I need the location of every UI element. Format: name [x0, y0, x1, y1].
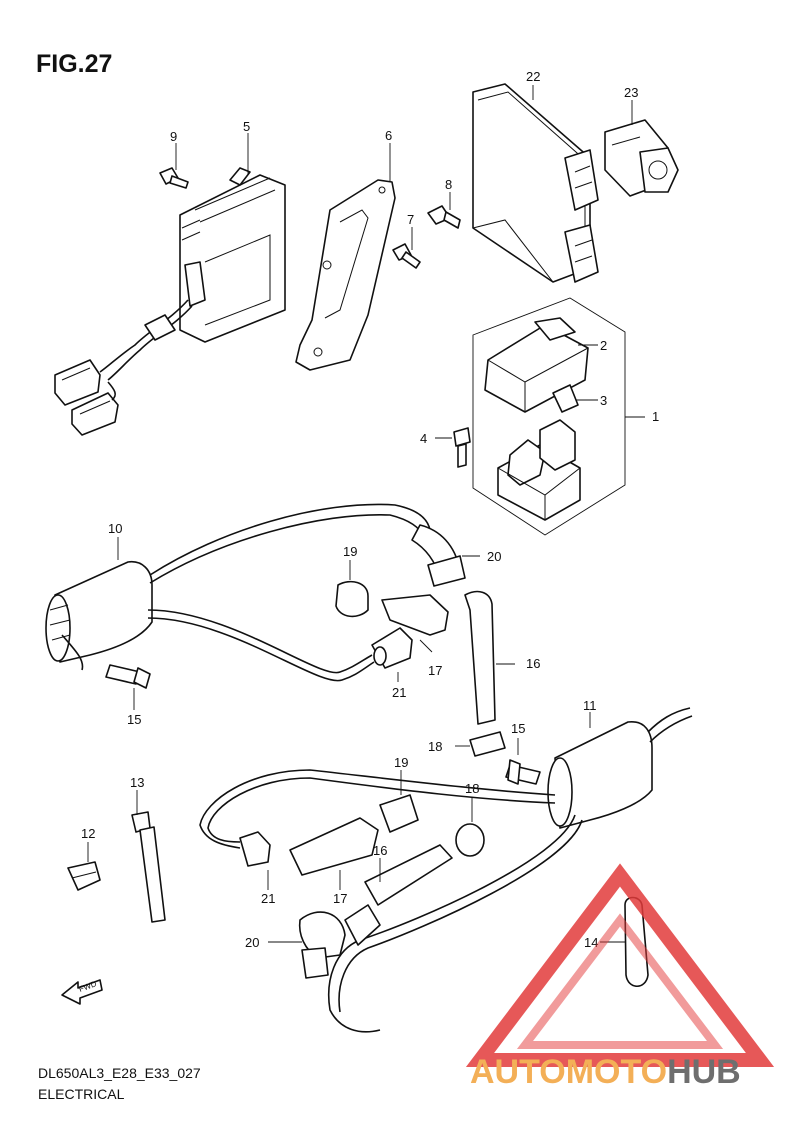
callout-14: 14 — [584, 935, 598, 950]
callout-20a: 20 — [487, 549, 501, 564]
plug-caps-upper — [335, 524, 506, 757]
rectifier-regulator — [54, 167, 286, 436]
plug-caps-lower — [239, 794, 485, 979]
callout-4: 4 — [420, 431, 427, 446]
callout-10: 10 — [108, 521, 122, 536]
callout-23: 23 — [624, 85, 638, 100]
callout-12: 12 — [81, 826, 95, 841]
ecm-connector — [604, 119, 679, 197]
callout-18a: 18 — [428, 739, 442, 754]
mounting-bracket — [295, 179, 396, 371]
bolt-set — [392, 205, 461, 269]
callout-16b: 16 — [373, 843, 387, 858]
ignition-coil-front — [45, 503, 431, 689]
callout-13: 13 — [130, 775, 144, 790]
leader-lines — [87, 85, 645, 943]
callout-7: 7 — [407, 212, 414, 227]
callout-1: 1 — [652, 409, 659, 424]
watermark-logo: AUTOMOTOHUB — [465, 863, 775, 1091]
callout-19b: 19 — [394, 755, 408, 770]
watermark-brand-a: AUTOMOTO — [470, 1053, 667, 1091]
callout-15b: 15 — [511, 721, 525, 736]
callout-22: 22 — [526, 69, 540, 84]
callout-15a: 15 — [127, 712, 141, 727]
callout-11: 11 — [583, 698, 597, 713]
forward-arrow-icon: FWD — [61, 979, 103, 1005]
callout-18b: 18 — [465, 781, 479, 796]
figure-code: DL650AL3_E28_E33_027 — [38, 1065, 201, 1081]
callout-8: 8 — [445, 177, 452, 192]
callout-21a: 21 — [392, 685, 406, 700]
callout-6: 6 — [385, 128, 392, 143]
svg-text:AUTOMOTOHUB: AUTOMOTOHUB — [470, 1053, 741, 1091]
callout-17b: 17 — [333, 891, 347, 906]
ecm-unit — [472, 83, 599, 283]
callout-20b: 20 — [245, 935, 259, 950]
callout-21b: 21 — [261, 891, 275, 906]
watermark-brand-b: HUB — [667, 1053, 741, 1091]
callout-2: 2 — [600, 338, 607, 353]
callout-3: 3 — [600, 393, 607, 408]
callout-labels: 1 2 3 4 5 6 7 8 9 10 11 12 13 14 15 15 1… — [81, 69, 659, 950]
section-name: ELECTRICAL — [38, 1086, 125, 1102]
callout-5: 5 — [243, 119, 250, 134]
clamp-set — [67, 811, 649, 988]
starter-relay — [453, 317, 589, 521]
figure-title: FIG.27 — [36, 50, 113, 78]
ignition-coil-rear — [199, 707, 693, 1033]
callout-16a: 16 — [526, 656, 540, 671]
relay-assembly-frame — [472, 297, 626, 536]
callout-19a: 19 — [343, 544, 357, 559]
callout-9: 9 — [170, 129, 177, 144]
callout-17a: 17 — [428, 663, 442, 678]
